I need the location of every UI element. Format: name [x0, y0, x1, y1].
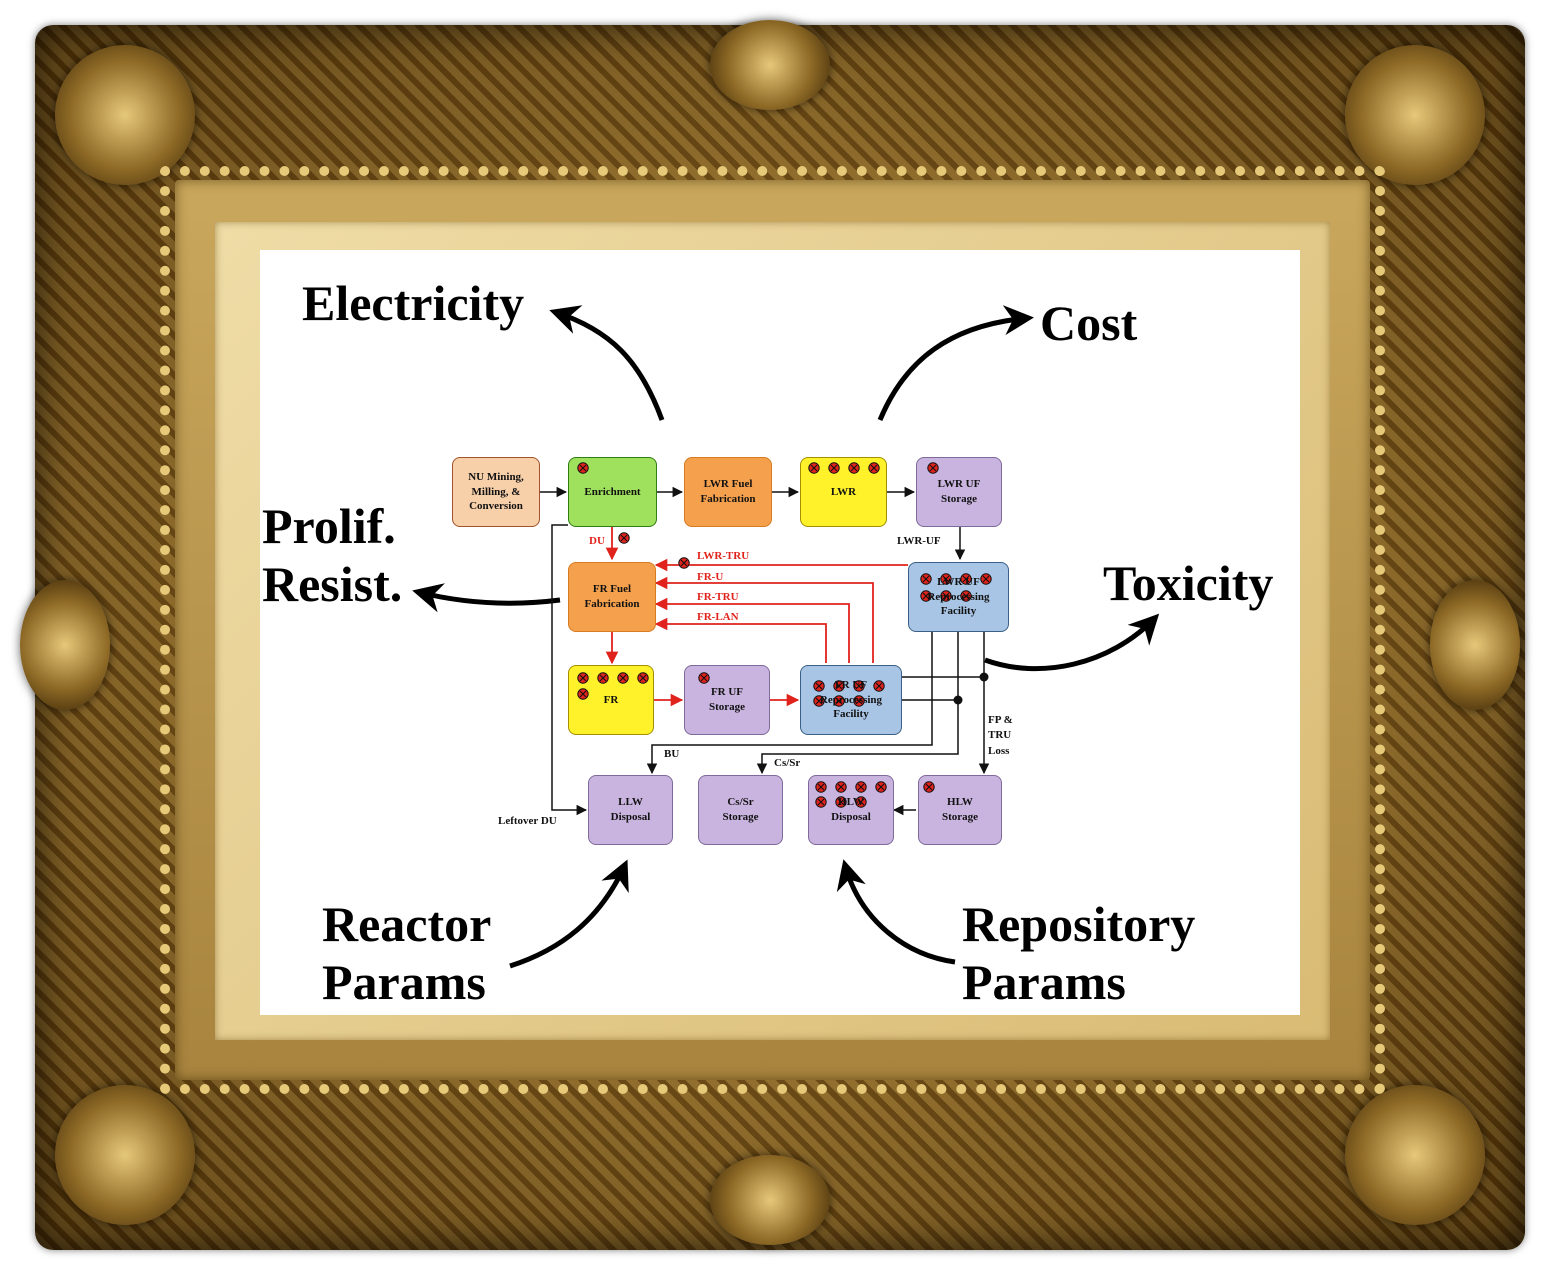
frame-ornament-bottom-right	[1345, 1085, 1485, 1225]
node-lwr-fuel-fabrication: LWR Fuel Fabrication	[684, 457, 772, 527]
arrow-from-repository-params	[836, 859, 956, 965]
parameter-marker-icon	[940, 573, 952, 585]
parameter-marker-icon	[868, 462, 880, 474]
label-electricity: Electricity	[302, 275, 525, 331]
node-enrichment: Enrichment	[568, 457, 657, 527]
node-fr-uf-reprocessing: FR UF Reprocessing Facility	[800, 665, 902, 735]
parameter-marker-icon	[833, 695, 845, 707]
parameter-marker-icon	[815, 796, 827, 808]
parameter-marker-icon	[875, 781, 887, 793]
frame-bead-border	[160, 166, 1385, 1094]
label-repository-params: Repository Params	[962, 896, 1196, 1010]
parameter-marker-icon	[873, 680, 885, 692]
parameter-marker-icon	[637, 672, 649, 684]
frame-ornament-top	[710, 20, 830, 110]
parameter-marker-icon	[815, 781, 827, 793]
arrow-to-toxicity	[984, 613, 1160, 672]
parameter-marker-icon	[833, 680, 845, 692]
parameter-marker-icon	[617, 672, 629, 684]
flow-label-lwr-tru: LWR-TRU	[697, 550, 750, 562]
parameter-marker-icon	[698, 672, 710, 684]
parameter-marker-icon	[848, 462, 860, 474]
parameter-marker-icon	[835, 781, 847, 793]
label-prolif-resist: Prolif. Resist.	[262, 498, 403, 612]
parameter-marker-icon	[828, 462, 840, 474]
node-llw-disposal: LLW Disposal	[588, 775, 673, 845]
node-fr-uf-storage: FR UF Storage	[684, 665, 770, 735]
parameter-marker-icon	[855, 781, 867, 793]
flow-label-bu: BU	[664, 748, 680, 760]
parameter-marker-icon	[960, 590, 972, 602]
arrow-to-electricity	[549, 305, 665, 421]
flow-label-cs-sr: Cs/Sr	[774, 757, 801, 769]
frame-ornament-bottom-left	[55, 1085, 195, 1225]
frame-ornament-bottom	[710, 1155, 830, 1245]
parameter-marker-icon	[618, 532, 630, 544]
parameter-marker-icon	[808, 462, 820, 474]
parameter-marker-icon	[813, 695, 825, 707]
node-cs-sr-storage: Cs/Sr Storage	[698, 775, 783, 845]
arrow-to-prolif	[412, 583, 561, 613]
label-reactor-params: Reactor Params	[322, 896, 492, 1010]
frame-ornament-top-right	[1345, 45, 1485, 185]
node-nu-mining: NU Mining, Milling, & Conversion	[452, 457, 540, 527]
parameter-marker-icon	[577, 462, 589, 474]
diagram-canvas	[260, 250, 1300, 1015]
frame-ornament-left	[20, 580, 110, 710]
parameter-marker-icon	[927, 462, 939, 474]
parameter-marker-icon	[920, 573, 932, 585]
parameter-marker-icon	[855, 796, 867, 808]
parameter-marker-icon	[577, 688, 589, 700]
parameter-marker-icon	[853, 680, 865, 692]
parameter-marker-icon	[980, 573, 992, 585]
parameter-marker-icon	[678, 557, 690, 569]
parameter-marker-icon	[923, 781, 935, 793]
flow-label-fr-tru: FR-TRU	[697, 591, 739, 603]
node-fr-fuel-fabrication: FR Fuel Fabrication	[568, 562, 656, 632]
arrow-to-cost	[877, 305, 1034, 421]
frame-ornament-top-left	[55, 45, 195, 185]
parameter-marker-icon	[577, 672, 589, 684]
frame-ornament-right	[1430, 580, 1520, 710]
flow-label-du: DU	[589, 535, 605, 547]
arrow-from-reactor-params	[509, 859, 629, 969]
flow-label-fr-u: FR-U	[697, 571, 724, 583]
label-toxicity: Toxicity	[1103, 555, 1274, 611]
parameter-marker-icon	[597, 672, 609, 684]
parameter-marker-icon	[920, 590, 932, 602]
label-cost: Cost	[1040, 295, 1138, 351]
parameter-marker-icon	[960, 573, 972, 585]
parameter-marker-icon	[853, 695, 865, 707]
parameter-marker-icon	[813, 680, 825, 692]
parameter-marker-icon	[940, 590, 952, 602]
flow-label-leftover-du: Leftover DU	[498, 815, 557, 827]
parameter-marker-icon	[835, 796, 847, 808]
flow-label-lwr-uf: LWR-UF	[897, 535, 941, 547]
flow-label-fr-lan: FR-LAN	[697, 611, 739, 623]
flow-label-fp-tru-loss: FP & TRU Loss	[988, 714, 1013, 757]
